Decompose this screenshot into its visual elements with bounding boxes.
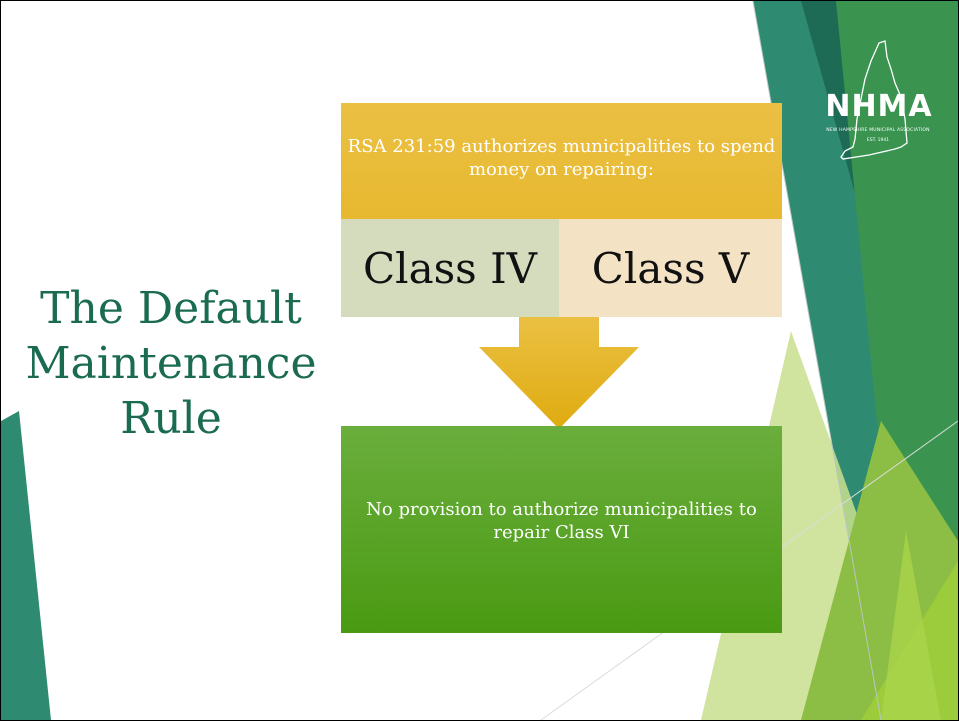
class-vi-provision-box: No provision to authorize municipalities… [341,426,782,633]
slide-title: The Default Maintenance Rule [25,283,317,444]
accent-shape-bright-green [881,531,941,720]
rsa-authorization-text: RSA 231:59 authorizes municipalities to … [347,136,776,180]
down-arrow-icon [479,317,639,429]
new-hampshire-outline-icon [840,40,908,160]
class-v-box: Class V [559,219,782,317]
nhma-logo: NHMA NEW HAMPSHIRE MUNICIPAL ASSOCIATION… [809,39,947,171]
logo-subtitle: NEW HAMPSHIRE MUNICIPAL ASSOCIATION [826,128,930,133]
logo-established: EST. 1941 [866,138,890,143]
rsa-authorization-box: RSA 231:59 authorizes municipalities to … [341,103,782,219]
logo-wordmark: NHMA [825,89,933,124]
class-iv-box: Class IV [341,219,559,317]
class-vi-provision-text: No provision to authorize municipalities… [366,498,757,543]
accent-shape-left [1,411,51,720]
